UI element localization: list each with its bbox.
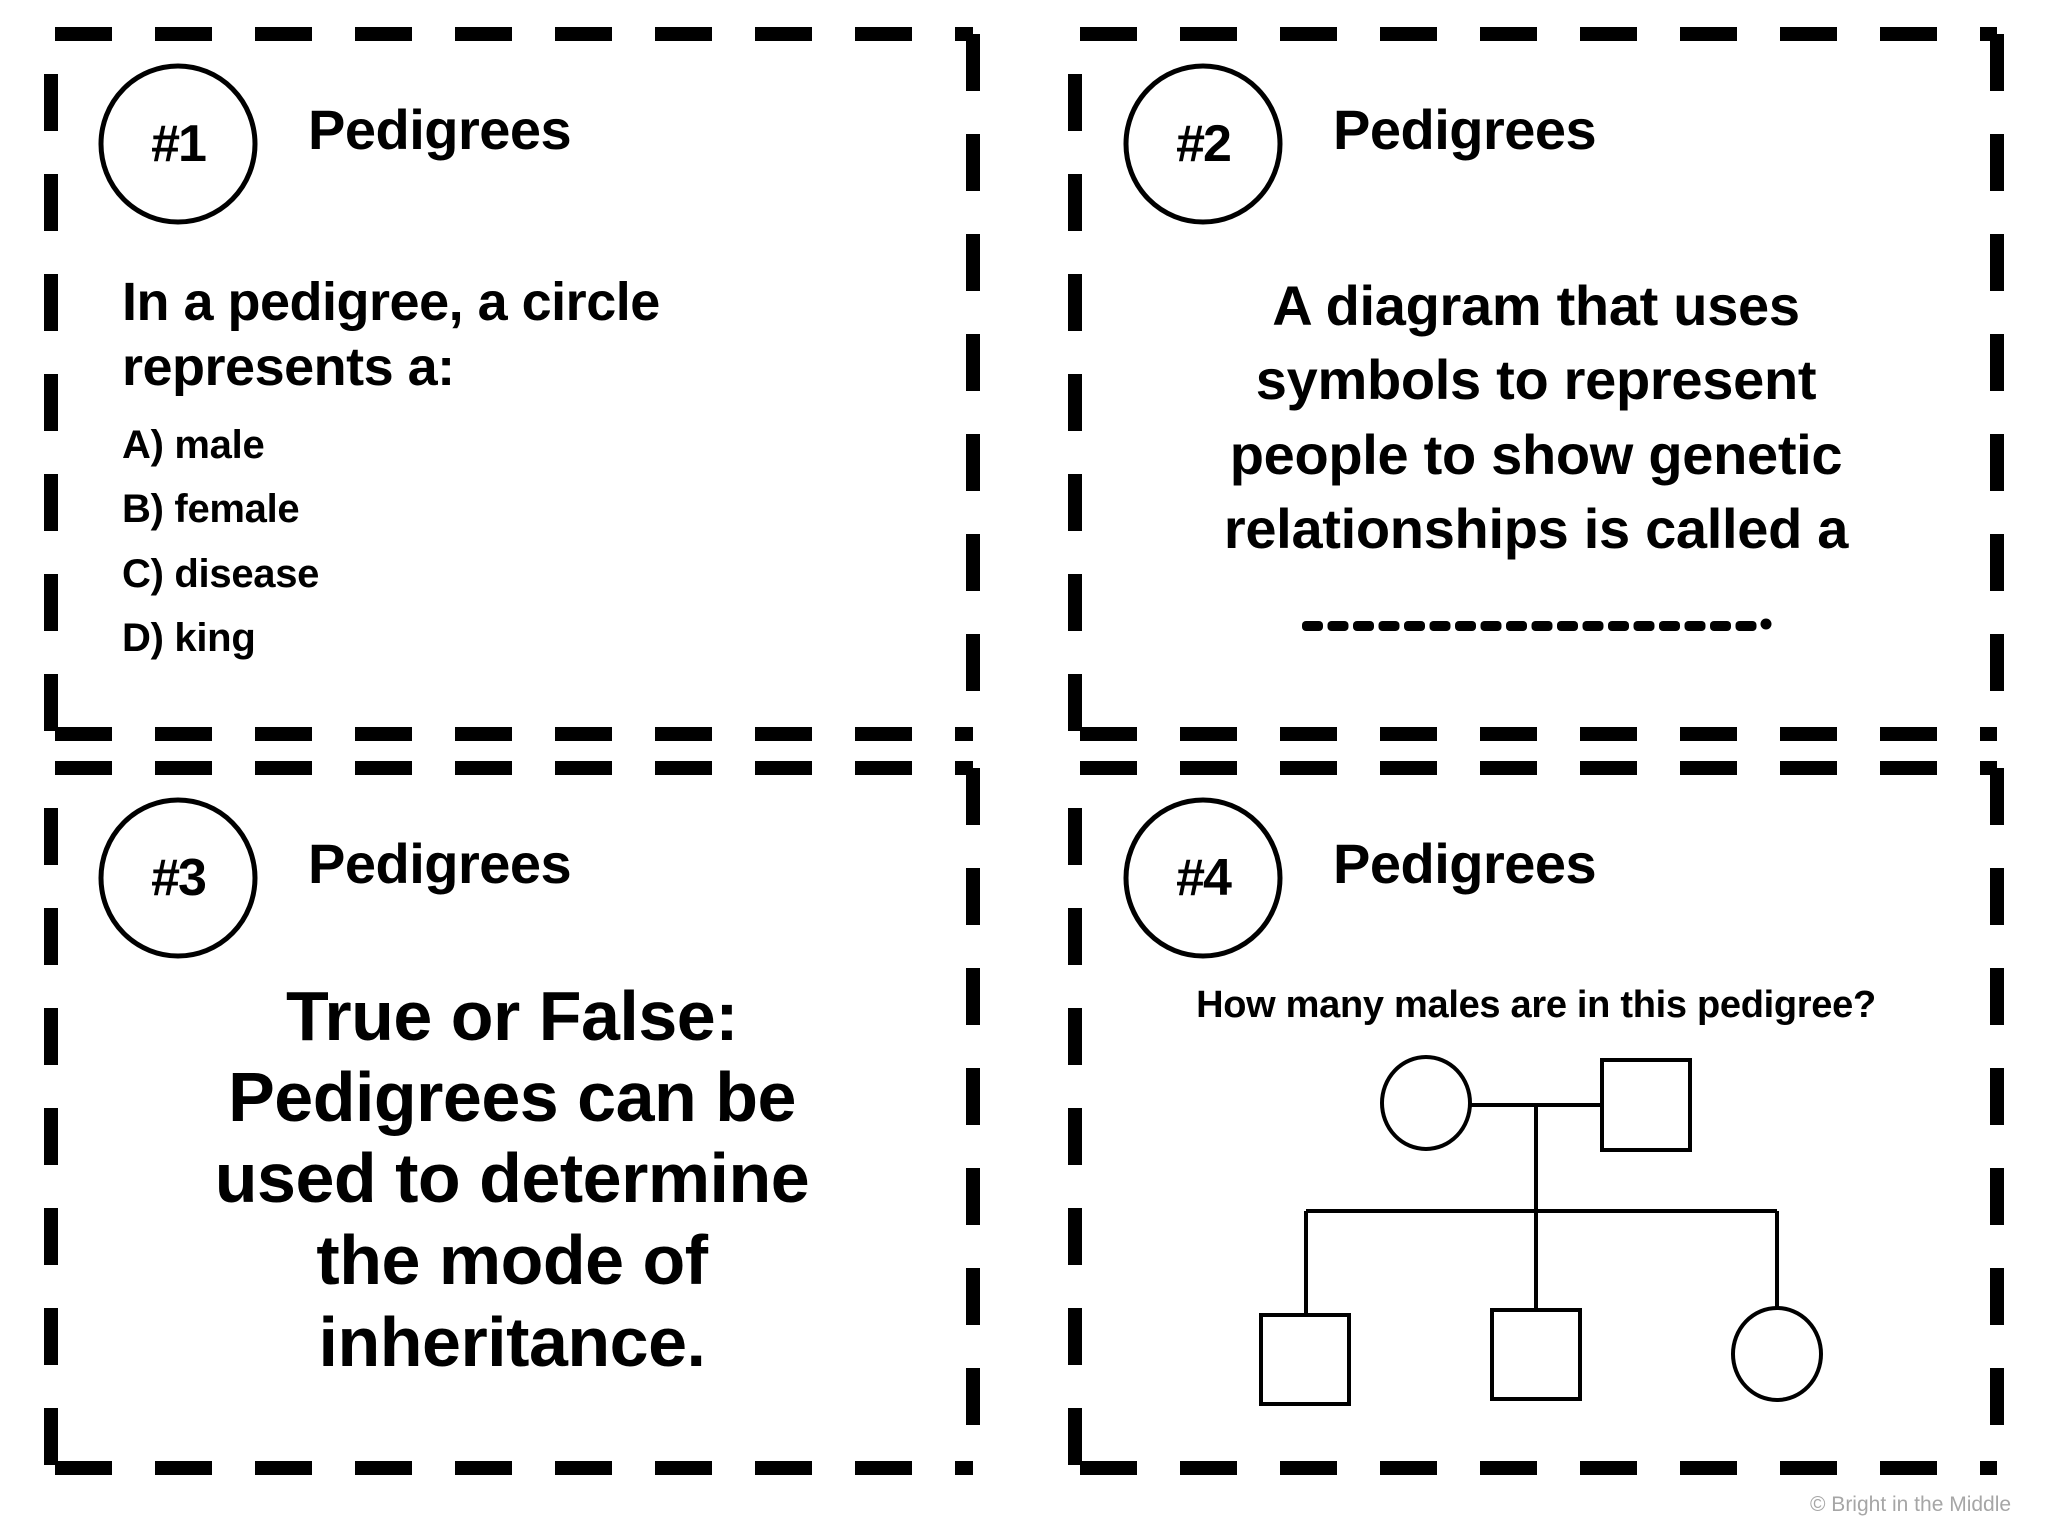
card-topic: Pedigrees [1333, 98, 1597, 161]
child-3-female-circle [1731, 1306, 1823, 1402]
question-text: How many males are in this pedigree? [1196, 984, 1876, 1026]
question-line: represents a: [122, 337, 455, 397]
card-number: #1 [151, 115, 207, 173]
answer-blank [1302, 618, 1772, 631]
card-topic: Pedigrees [308, 832, 572, 895]
question-line: used to determine [214, 1139, 810, 1217]
parent-male-square [1600, 1058, 1692, 1152]
card-4-dashed-border [1068, 761, 2004, 1475]
parent-female-circle [1380, 1055, 1472, 1151]
child-2-male-square [1490, 1308, 1582, 1401]
answer-option-d: D) king [122, 616, 256, 660]
copyright-footer: © Bright in the Middle [1810, 1493, 2012, 1516]
question-line: Pedigrees can be [228, 1058, 796, 1136]
pedigree-chart [1259, 1055, 1823, 1406]
card-1-dashed-border [44, 27, 980, 741]
answer-option-c: C) disease [122, 552, 320, 596]
card-number: #2 [1176, 115, 1232, 173]
card-1-number-circle [98, 63, 258, 225]
card-topic: Pedigrees [308, 98, 572, 161]
card-topic: Pedigrees [1333, 832, 1597, 895]
card-2-dashed-border [1068, 27, 2004, 741]
question-line: the mode of [316, 1221, 708, 1299]
question-line: In a pedigree, a circle [122, 272, 660, 332]
question-line: symbols to represent [1255, 348, 1817, 411]
card-number: #3 [151, 849, 207, 907]
card-3-dashed-border [44, 761, 980, 1475]
card-number: #4 [1176, 849, 1232, 907]
question-line: A diagram that uses [1272, 274, 1800, 337]
answer-option-a: A) male [122, 423, 265, 467]
card-3-number-circle [98, 797, 258, 959]
question-line: True or False: [285, 977, 739, 1055]
card-2-number-circle [1123, 63, 1283, 225]
child-1-male-square [1259, 1313, 1351, 1406]
question-line: relationships is called a [1223, 497, 1849, 560]
question-line: inheritance. [318, 1303, 706, 1381]
card-4-number-circle [1123, 797, 1283, 959]
question-line: people to show genetic [1229, 423, 1843, 486]
answer-option-b: B) female [122, 487, 300, 531]
